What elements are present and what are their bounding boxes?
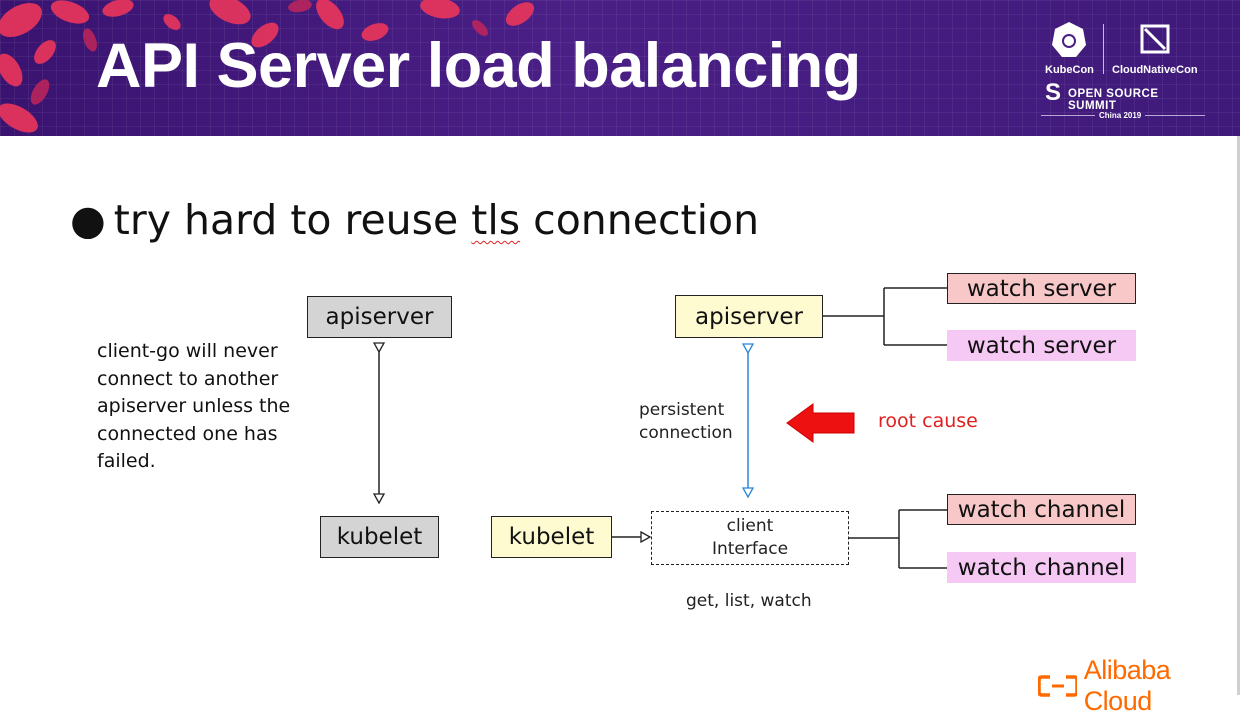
cloudnativecon-logo-icon [1140,24,1170,54]
client-go-note: client-go will never connect to another … [97,338,307,476]
note-line: client-go will never [97,340,278,362]
left-apiserver-box: apiserver [307,296,452,338]
root-cause-label: root cause [878,410,978,432]
watch-server-box: watch server [947,273,1136,304]
logo-rule-right [1145,115,1205,116]
right-kubelet-box: kubelet [491,516,612,558]
kubecon-logo-icon [1052,22,1086,57]
event-region-label: China 2019 [1099,111,1142,120]
note-line: failed. [97,450,156,472]
watch-channel-box: watch channel [947,494,1136,525]
right-apiserver-box: apiserver [675,295,823,338]
watch-server-box: watch server [947,330,1136,361]
header-banner: API Server load balancing S KubeCon Clou… [0,0,1240,136]
alibaba-cloud-mark-icon [1038,675,1077,697]
persistent-label-line: connection [639,423,733,443]
left-kubelet-box: kubelet [320,516,439,558]
oss-label: OPEN SOURCE SUMMIT [1068,88,1159,112]
bullet-point: ●try hard to reuse tls connection [70,196,759,244]
client-interface-box: client Interface [651,511,849,565]
oss-logo-icon: S [1045,79,1061,106]
logo-rule-left [1041,115,1095,116]
note-line: connected one has [97,422,278,445]
slide-edge [1237,136,1240,695]
persistent-connection-label: persistent connection [639,399,733,445]
client-interface-line: client [726,516,774,536]
diagram-connectors [0,287,947,569]
watch-channel-box: watch channel [947,552,1136,583]
bullet-text-before: try hard to reuse [113,196,472,244]
note-line: apiserver unless the [97,395,291,417]
root-cause-arrow-icon [786,403,855,443]
bullet-dot: ● [70,196,106,244]
slide-title: API Server load balancing [96,31,861,101]
bullet-text-after: connection [520,196,760,244]
bullet-text-underlined: tls [471,196,521,244]
event-logo: S KubeCon CloudNativeCon OPEN SOURCE SUM… [1035,18,1210,128]
watch-channel-bracket [849,509,947,569]
alibaba-cloud-logo: Alibaba Cloud [1038,655,1240,717]
floral-decoration [0,0,535,133]
client-interface-line: Interface [711,539,789,559]
event-logo-marks: S [1045,22,1170,106]
header-grid-pattern [0,0,1240,136]
watch-server-bracket [823,287,947,346]
client-methods-label: get, list, watch [686,591,812,611]
cloudnativecon-label: CloudNativeCon [1112,64,1198,76]
note-line: connect to another [97,367,279,390]
kubecon-label: KubeCon [1045,64,1094,76]
logo-divider [1103,24,1104,74]
persistent-label-line: persistent [639,400,725,420]
alibaba-cloud-brand: Alibaba Cloud [1083,655,1171,716]
